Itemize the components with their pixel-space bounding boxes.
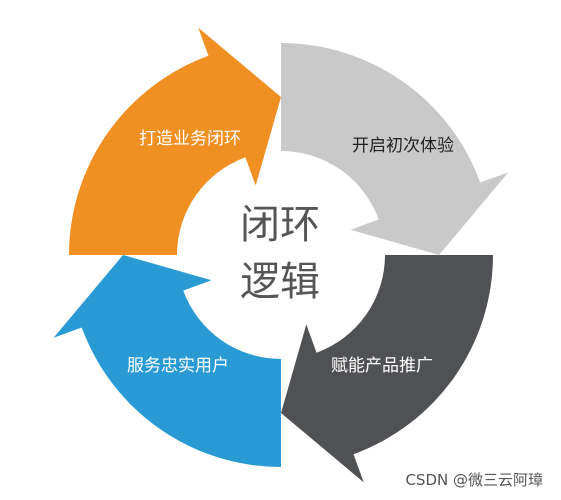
cycle-arrow-first-experience (281, 43, 509, 255)
center-title: 闭环 逻辑 (240, 202, 320, 305)
segment-label-product-promotion: 赋能产品推广 (331, 356, 433, 376)
segment-labels: 打造业务闭环 开启初次体验 赋能产品推广 服务忠实用户 (127, 129, 454, 376)
segment-label-first-experience: 开启初次体验 (352, 136, 454, 156)
cycle-arrow-product-promotion (281, 255, 493, 483)
cycle-segments (53, 27, 509, 483)
csdn-watermark: CSDN @微三云阿璋 (405, 471, 543, 489)
cycle-arrow-loyal-users (53, 255, 282, 467)
cycle-arrow-build-loop (69, 27, 281, 256)
segment-label-loyal-users: 服务忠实用户 (127, 356, 229, 376)
center-title-line2: 逻辑 (240, 259, 320, 305)
center-title-line1: 闭环 (240, 202, 320, 248)
segment-label-build-loop: 打造业务闭环 (139, 129, 241, 149)
